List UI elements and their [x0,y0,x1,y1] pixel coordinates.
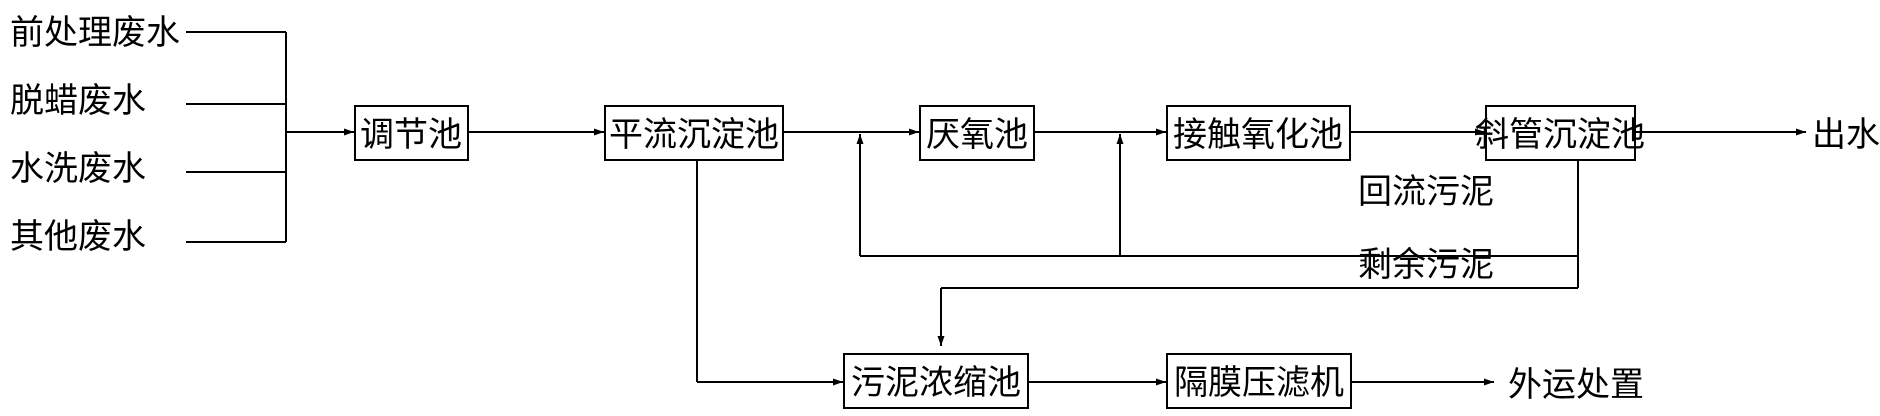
tiaojie-label: 调节池 [360,115,462,155]
input-label-other: 其他废水 [10,217,146,257]
input-label-dewaxing: 脱蜡废水 [10,81,146,121]
wuni-nongsuo-box [843,353,1029,409]
wuni-nongsuo-label: 污泥浓缩池 [851,363,1021,403]
pingliu-label: 平流沉淀池 [609,115,779,155]
tiaojie-box [354,105,469,161]
xieguan-box [1485,105,1636,161]
yanyang-label: 厌氧池 [926,115,1028,155]
gemo-label: 隔膜压滤机 [1174,363,1344,403]
excess-sludge-label: 剩余污泥 [1358,245,1494,285]
disposal-label: 外运处置 [1508,365,1644,405]
pingliu-box [604,105,784,161]
outlet-label: 出水 [1812,115,1880,155]
input-label-pretreatment: 前处理废水 [10,13,180,53]
return-sludge-label: 回流污泥 [1358,172,1494,212]
input-label-rinse: 水洗废水 [10,149,146,189]
jiechu-box [1166,105,1351,161]
jiechu-label: 接触氧化池 [1173,115,1343,155]
xieguan-label: 斜管沉淀池 [1475,115,1645,155]
